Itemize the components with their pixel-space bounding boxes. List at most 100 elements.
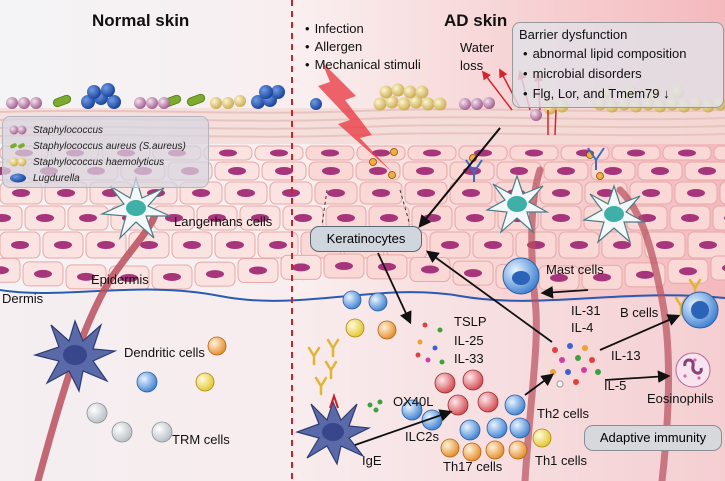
legend-item: Staphylococcus aureus (S.aureus) [9,139,186,153]
normal-skin-cells [86,336,227,443]
s-haemolyticus-cell [409,95,423,109]
th2-label: Th2 cells [537,406,590,421]
th1-label: Th1 cells [535,453,588,468]
keratinocyte-cell [261,161,307,181]
keratinocyte-cell [540,205,582,231]
lugdurella-cell [87,85,101,99]
keratinocyte-cell [42,231,84,259]
keratinocyte-cell [368,205,410,231]
trigger-allergen: Allergen [305,39,363,54]
keratinocyte-cell [674,181,718,205]
keratinocyte-cell [454,205,496,231]
s-haemolyticus-cell [415,85,429,99]
staphylococcus-cell [471,98,483,110]
cytokine-il25: IL-25 [454,333,484,348]
s-haemolyticus-cell [397,97,411,111]
keratinocyte-cell [22,261,64,287]
keratinocyte-cell [509,145,559,161]
water-loss-label-line1: Water [460,40,495,55]
s-haemolyticus-cell [385,95,399,109]
lugdurella-cell [101,83,115,97]
langerhans-label: Langerhans cells [174,214,273,229]
dendritic-label: Dendritic cells [124,345,205,360]
legend-label: Staphylococcus haemolyticus [33,156,165,168]
keratinocyte-cell [710,255,725,281]
lightning-bolt-icon [318,62,392,172]
keratinocyte-cell [171,231,213,259]
staphylococcus-cell [18,97,30,109]
keratinocyte-cell [637,161,683,181]
dendritic-cell-normal [32,319,118,393]
nerve-fiber-right-2 [616,186,672,481]
cytokine-il31: IL-31 [571,303,601,318]
keratinocyte-cell [515,231,557,259]
keratinocyte-cell [684,161,725,181]
green-rod-icon [10,143,25,149]
staphylococcus-cell [6,97,18,109]
langerhans-cell-normal [99,175,171,241]
keratinocyte-cell [0,257,21,283]
s-aureus-cell [52,94,72,108]
s-haemolyticus-cell [234,95,246,107]
keratinocyte-cell [713,145,725,161]
staphylococcus-cell [134,97,146,109]
keratinocyte-cell [308,161,354,181]
legend-label: Staphylococcus [33,124,104,136]
lugdurella-cell [259,85,273,99]
keratinocyte-cell [558,231,600,259]
trigger-infection: Infection [305,21,364,36]
keratinocyte-cell [151,264,193,290]
th17-label: Th17 cells [443,459,503,474]
keratinocyte-cell [662,145,712,161]
b-cell [681,291,719,329]
keratinocyte-cell [203,145,253,161]
s-haemolyticus-cell [379,85,393,99]
keratinocyte-cell [449,181,493,205]
legend-item: Lugdurella [9,171,80,185]
kc-cytokine-dots [367,322,445,413]
keratinocyte-cell [429,231,471,259]
keratinocyte-cell [67,205,109,231]
lugdurella-cell [251,95,265,109]
keratinocyte-cell [496,161,542,181]
keratinocyte-cell [214,231,256,259]
eosinophils-label: Eosinophils [647,391,714,406]
allergen-particles [369,148,604,180]
blue-cocci-icon [10,173,26,183]
staphylococcus-cell [459,98,471,110]
s-haemolyticus-cell [403,85,417,99]
legend-item: Staphylococcus [9,123,103,137]
th2-cytokine-dots [550,343,601,388]
keratinocyte-cell [214,161,260,181]
tan-cocci-icon [9,157,27,167]
keratinocyte-cell [0,231,41,259]
s-haemolyticus-cell [222,97,234,109]
epidermis-label: Epidermis [91,272,149,287]
pink-cocci-icon [9,125,27,135]
s-haemolyticus-cell [421,97,435,111]
keratinocyte-cell [644,231,686,259]
keratinocyte-cell [224,181,268,205]
barrier-item: microbial disorders [523,66,642,81]
legend-label: Staphylococcus aureus (S.aureus) [33,140,186,152]
keratinocyte-cell [404,181,448,205]
keratinocyte-cell [194,261,236,287]
cytokine-il33: IL-33 [454,351,484,366]
keratinocyte-cell [314,181,358,205]
keratinocyte-cell [402,161,448,181]
keratinocyte-cell [239,205,281,231]
keratinocyte-cell [359,181,403,205]
keratinocyte-cell [196,205,238,231]
staphylococcus-cell [146,97,158,109]
barrier-dysfunction-box: Barrier dysfunction abnormal lipid compo… [512,22,724,108]
staphylococcus-cell [483,97,495,109]
b-cells-label: B cells [620,305,659,320]
nerve-fiber-left [34,211,159,481]
keratinocyte-cell [472,231,514,259]
keratinocyte-cell [667,258,709,284]
ige-label: IgE [362,453,382,468]
keratinocyte-cell [543,161,589,181]
signal-arrows [354,127,681,446]
keratinocyte-cell [280,254,322,280]
barrier-item: abnormal lipid composition [523,46,687,61]
